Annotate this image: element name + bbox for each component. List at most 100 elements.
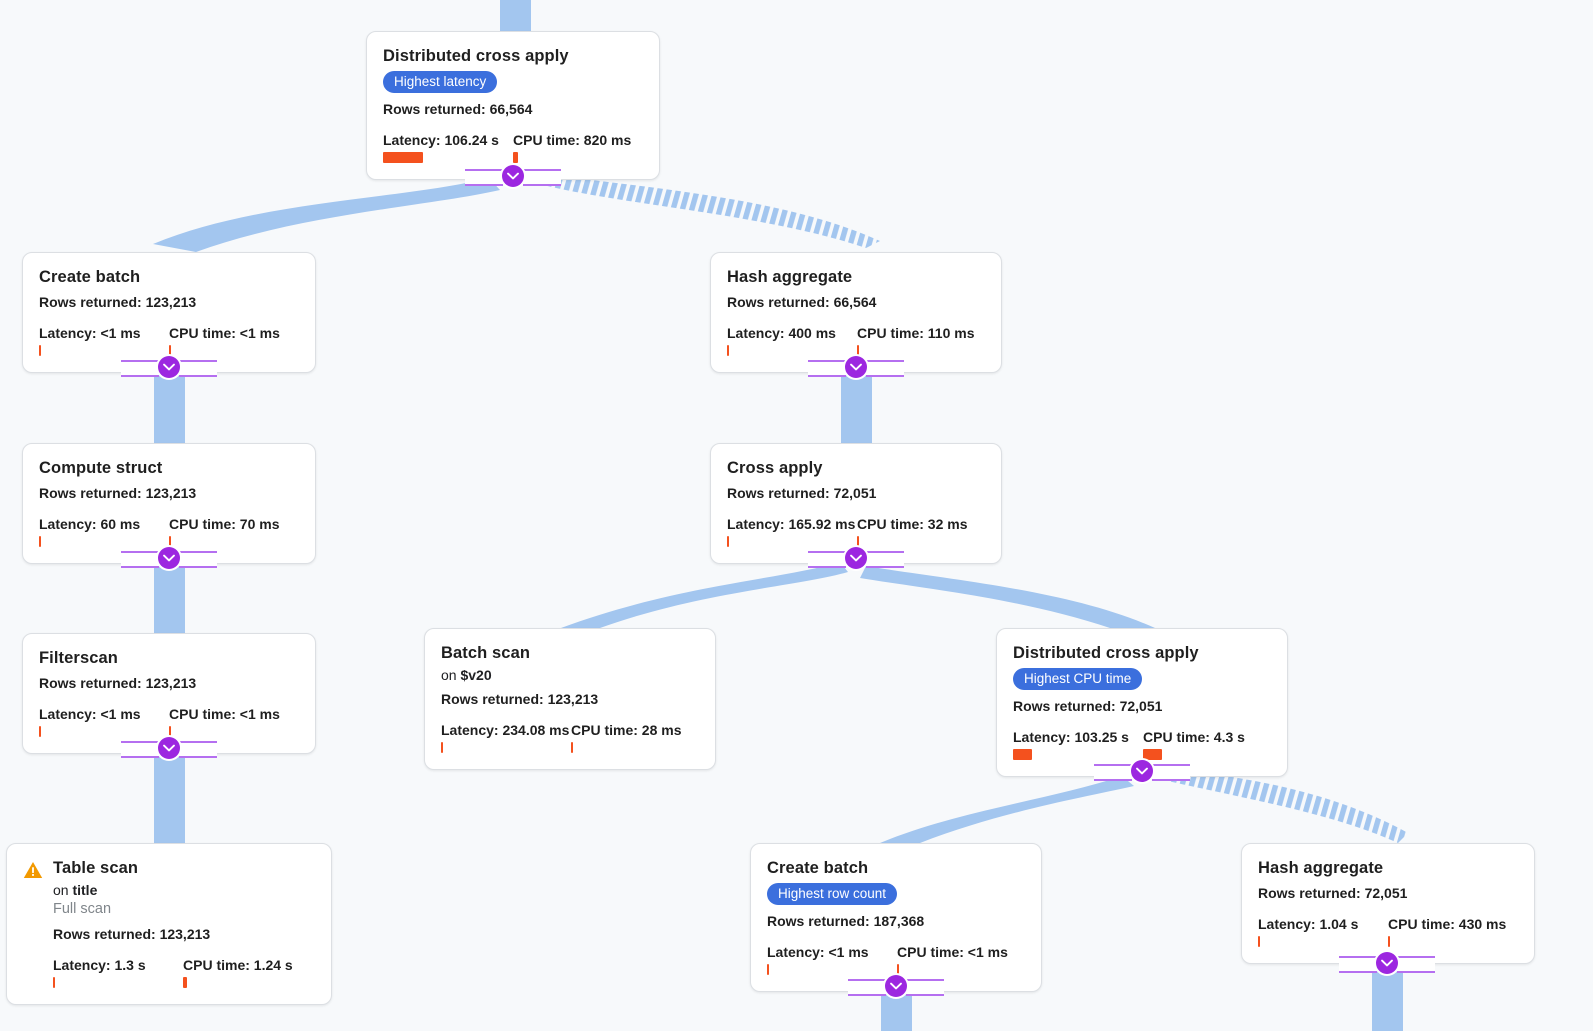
edge-collapse-toggle[interactable] xyxy=(121,356,217,378)
latency-metric: Latency: 106.24 s xyxy=(383,131,513,163)
edge-n1-n3 xyxy=(524,172,880,248)
connector-rail-right xyxy=(179,551,217,568)
chevron-down-icon[interactable] xyxy=(158,737,180,759)
rows-returned-label: Rows returned: xyxy=(767,913,870,929)
cpu-label: CPU time: 70 ms xyxy=(169,515,280,533)
cpu-metric: CPU time: 4.3 s xyxy=(1143,728,1245,760)
node-subject: on title xyxy=(53,881,315,899)
chevron-down-icon[interactable] xyxy=(845,356,867,378)
connector-rail-right xyxy=(523,169,561,186)
node-badge: Highest latency xyxy=(383,71,498,93)
edge-collapse-toggle[interactable] xyxy=(808,547,904,569)
latency-value: 165.92 ms xyxy=(788,516,856,532)
rows-returned: Rows returned: 66,564 xyxy=(727,293,985,312)
edge-collapse-toggle[interactable] xyxy=(808,356,904,378)
edge-collapse-toggle[interactable] xyxy=(121,737,217,759)
cpu-label: CPU time: <1 ms xyxy=(169,705,280,723)
chevron-down-icon[interactable] xyxy=(158,356,180,378)
cpu-prefix: CPU time: xyxy=(183,957,250,973)
latency-metric: Latency: 400 ms xyxy=(727,324,857,356)
latency-metric: Latency: 1.04 s xyxy=(1258,915,1388,947)
edge-collapse-toggle[interactable] xyxy=(1339,952,1435,974)
rows-returned: Rows returned: 66,564 xyxy=(383,100,643,119)
latency-bar xyxy=(767,964,769,975)
latency-bar xyxy=(1258,936,1260,947)
cpu-bar xyxy=(857,345,859,356)
chevron-down-icon[interactable] xyxy=(502,165,524,187)
edge-collapse-toggle[interactable] xyxy=(465,165,561,187)
rows-returned-value: 66,564 xyxy=(489,101,533,117)
connector-rail-left xyxy=(848,979,886,996)
cpu-value: 70 ms xyxy=(239,516,280,532)
cpu-label: CPU time: <1 ms xyxy=(169,324,280,342)
on-prefix: on xyxy=(53,882,69,898)
latency-prefix: Latency: xyxy=(39,706,97,722)
edge-n8-n11 xyxy=(1155,768,1408,843)
latency-prefix: Latency: xyxy=(1013,729,1071,745)
latency-value: 1.04 s xyxy=(1319,916,1359,932)
rows-returned-value: 72,051 xyxy=(1364,885,1408,901)
cpu-value: <1 ms xyxy=(239,706,280,722)
latency-bar xyxy=(727,345,729,356)
cpu-metric: CPU time: <1 ms xyxy=(169,324,280,356)
latency-value: <1 ms xyxy=(828,944,869,960)
latency-label: Latency: <1 ms xyxy=(39,324,169,342)
node-title: Filterscan xyxy=(39,649,118,667)
chevron-down-icon[interactable] xyxy=(1131,760,1153,782)
cpu-value: 110 ms xyxy=(927,325,975,341)
edge-n1-n2 xyxy=(153,178,500,252)
latency-label: Latency: <1 ms xyxy=(39,705,169,723)
latency-prefix: Latency: xyxy=(39,325,97,341)
edge-collapse-toggle[interactable] xyxy=(848,975,944,997)
rows-returned-value: 123,213 xyxy=(159,926,211,942)
latency-prefix: Latency: xyxy=(727,516,785,532)
cpu-prefix: CPU time: xyxy=(169,325,236,341)
cpu-value: <1 ms xyxy=(967,944,1008,960)
chevron-down-icon[interactable] xyxy=(1376,952,1398,974)
cpu-prefix: CPU time: xyxy=(169,706,236,722)
connector-rail-left xyxy=(465,169,503,186)
node-note: Full scan xyxy=(53,901,112,917)
cpu-bar xyxy=(571,742,573,753)
edge-n8-n10 xyxy=(880,776,1134,843)
cpu-label: CPU time: 28 ms xyxy=(571,721,682,739)
on-prefix: on xyxy=(441,667,457,683)
cpu-metric: CPU time: 1.24 s xyxy=(183,956,293,988)
edge-collapse-toggle[interactable] xyxy=(1094,760,1190,782)
cpu-label: CPU time: 110 ms xyxy=(857,324,975,342)
cpu-metric: CPU time: 110 ms xyxy=(857,324,975,356)
connector-rail-left xyxy=(1094,764,1132,781)
node-subject-value: $v20 xyxy=(460,667,492,683)
rows-returned-value: 72,051 xyxy=(833,485,877,501)
latency-label: Latency: <1 ms xyxy=(767,943,897,961)
chevron-down-icon[interactable] xyxy=(845,547,867,569)
chevron-down-icon[interactable] xyxy=(885,975,907,997)
connector-rail-right xyxy=(1152,764,1190,781)
edge-n5-n8 xyxy=(860,566,1155,628)
node-title: Hash aggregate xyxy=(727,268,853,286)
latency-metric: Latency: 60 ms xyxy=(39,515,169,547)
cpu-metric: CPU time: <1 ms xyxy=(169,705,280,737)
node-subject: on $v20 xyxy=(441,666,699,684)
cpu-prefix: CPU time: xyxy=(513,132,580,148)
latency-value: 400 ms xyxy=(788,325,836,341)
chevron-down-icon[interactable] xyxy=(158,547,180,569)
edge-collapse-toggle[interactable] xyxy=(121,547,217,569)
